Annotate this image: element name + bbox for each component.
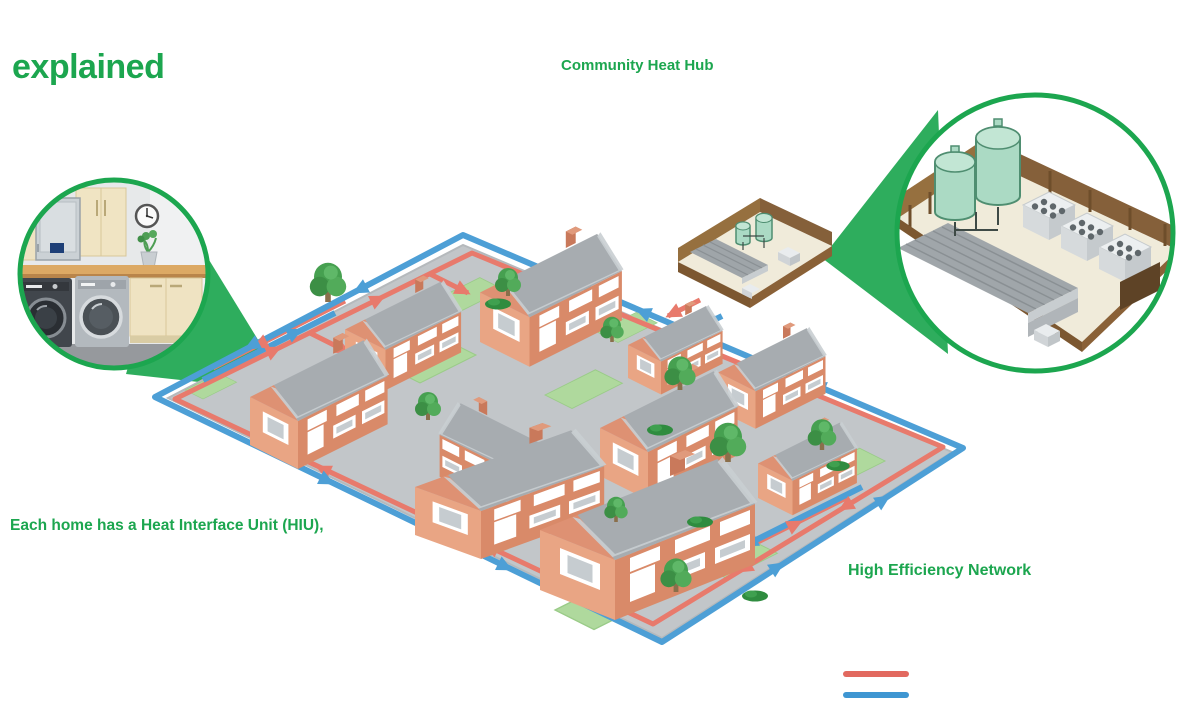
- community-heat-hub-building: [678, 198, 832, 308]
- wall-clock: [134, 203, 160, 229]
- legend-return-swatch: [843, 692, 909, 698]
- community-heat-hub-label: Community Heat Hub: [561, 57, 714, 74]
- left-inset-ring: [17, 177, 211, 371]
- legend: [843, 671, 909, 698]
- heat-interface-unit: [35, 197, 81, 261]
- right-inset-ring: [894, 92, 1176, 374]
- hiu-note-label: Each home has a Heat Interface Unit (HIU…: [10, 517, 324, 534]
- washing-machine-silver: [75, 276, 129, 347]
- network-label: High Efficiency Network: [848, 562, 1032, 579]
- housing-estate: [152, 226, 966, 645]
- heat-pump-units: [1021, 191, 1153, 282]
- heat-hub-inset: [894, 92, 1176, 374]
- hiu-display: [50, 243, 64, 253]
- legend-flow-swatch: [843, 671, 909, 677]
- hiu-inset: [17, 177, 211, 371]
- page-title: explained: [12, 48, 165, 86]
- thermal-storage-tanks: [934, 118, 1021, 236]
